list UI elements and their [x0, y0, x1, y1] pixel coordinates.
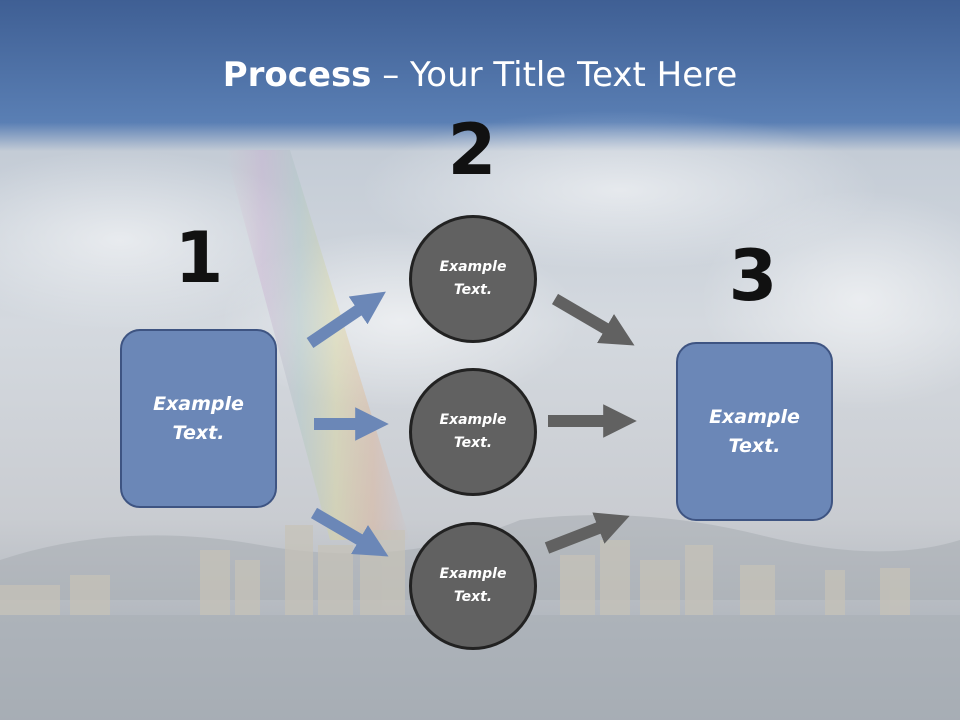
arrow-bottom-to-right — [544, 512, 630, 554]
left-process-box: Example Text. — [120, 329, 277, 508]
step-number-1: 1 — [174, 217, 224, 299]
title-rest-part: – Your Title Text Here — [371, 55, 738, 95]
arrow-left-to-bottom — [310, 507, 389, 557]
title-bold-part: Process — [222, 55, 372, 95]
circle-top-line2: Text. — [453, 282, 493, 298]
arrow-top-to-right — [551, 293, 635, 346]
slide-title: Process – Your Title Text Here — [0, 50, 960, 100]
circle-top: Example Text. — [409, 215, 537, 343]
circle-bottom-line2: Text. — [453, 589, 493, 605]
circle-middle: Example Text. — [409, 368, 537, 496]
circle-bottom-line1: Example — [439, 566, 507, 582]
circle-bottom: Example Text. — [409, 522, 537, 650]
left-box-line2: Text. — [172, 421, 225, 444]
arrow-left-to-top — [306, 291, 386, 348]
circle-middle-line2: Text. — [453, 435, 493, 451]
right-box-line1: Example — [709, 405, 800, 428]
right-box-line2: Text. — [728, 434, 781, 457]
step-number-3: 3 — [728, 235, 778, 317]
circle-middle-line1: Example — [439, 412, 507, 428]
left-box-line1: Example — [153, 392, 244, 415]
circle-top-line1: Example — [439, 259, 507, 275]
step-number-2: 2 — [447, 109, 497, 191]
right-process-box: Example Text. — [676, 342, 833, 521]
